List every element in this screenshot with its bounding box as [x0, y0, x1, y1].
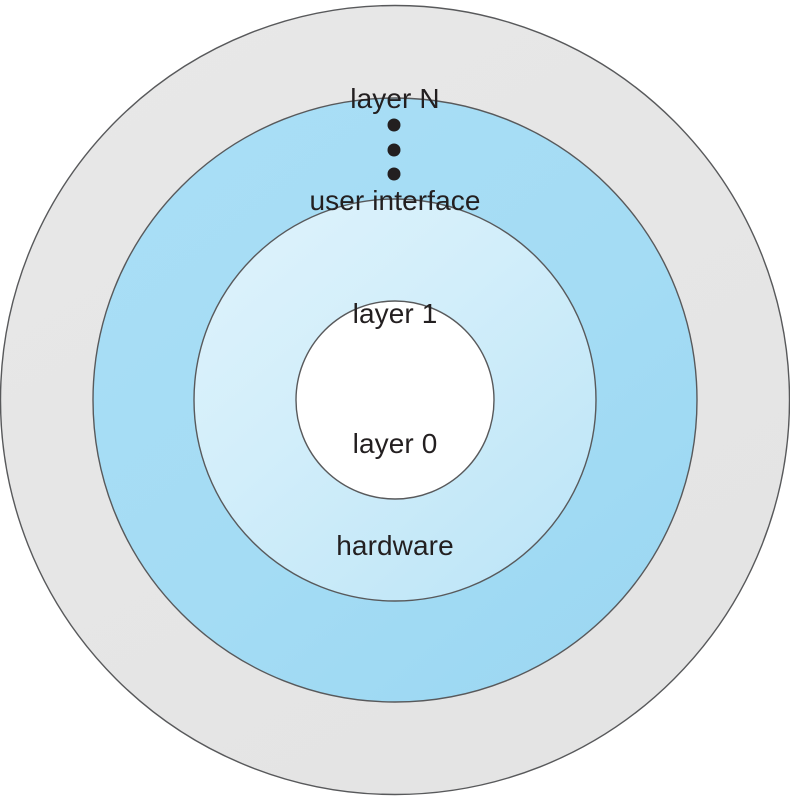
ellipsis-dot-1 — [387, 118, 401, 132]
ellipsis-dot-3 — [387, 167, 401, 181]
vertical-ellipsis — [387, 118, 401, 181]
layer-0-core — [295, 300, 495, 500]
ellipsis-dot-2 — [387, 143, 401, 157]
